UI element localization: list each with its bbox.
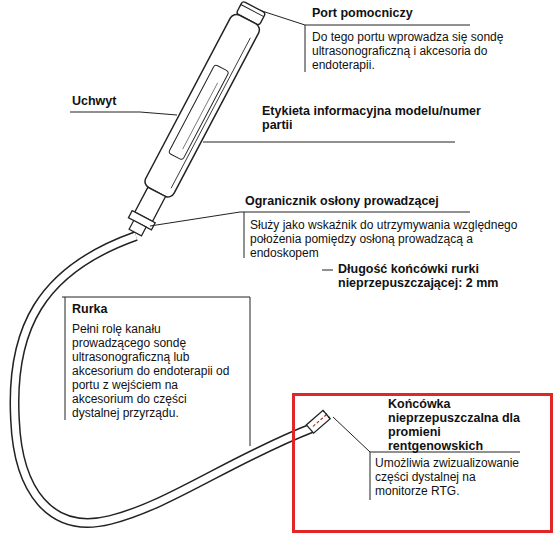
radiopaque-tip — [306, 410, 330, 433]
leader-line — [70, 112, 177, 115]
part-name: Port pomocniczy — [312, 6, 522, 20]
part-name: Rurka — [72, 302, 152, 316]
tube-outer — [14, 236, 312, 523]
callout-box: Końcówka nieprzepuszczalna dla promieni … — [292, 393, 553, 533]
leader-line — [370, 452, 371, 500]
part-description: Służy jako wskaźnik do utrzymywania wzgl… — [250, 218, 542, 260]
leader-line — [305, 25, 306, 72]
leader-line — [65, 297, 66, 420]
leader-line — [62, 297, 250, 446]
part-description: Umożliwia zwizualizowanie części dystaln… — [375, 456, 520, 498]
dimension: Długość końcówki rurki nieprzepuszczając… — [338, 262, 523, 290]
part-name: Ogranicznik osłony prowadzącej — [245, 194, 485, 208]
part-description: Pełni rolę kanału prowadzącego sondę ult… — [72, 322, 237, 420]
leader-line — [244, 212, 245, 258]
part-name: Końcówka nieprzepuszczalna dla promieni … — [388, 397, 528, 453]
part-name: Etykieta informacyjna modelu/numer parti… — [262, 104, 492, 132]
leader-line — [322, 270, 333, 271]
leader-line — [203, 142, 455, 143]
part-name: Uchwyt — [72, 94, 152, 108]
part-description: Do tego portu wprowadza się sondę ultras… — [312, 30, 547, 72]
tube-inner — [14, 236, 312, 523]
